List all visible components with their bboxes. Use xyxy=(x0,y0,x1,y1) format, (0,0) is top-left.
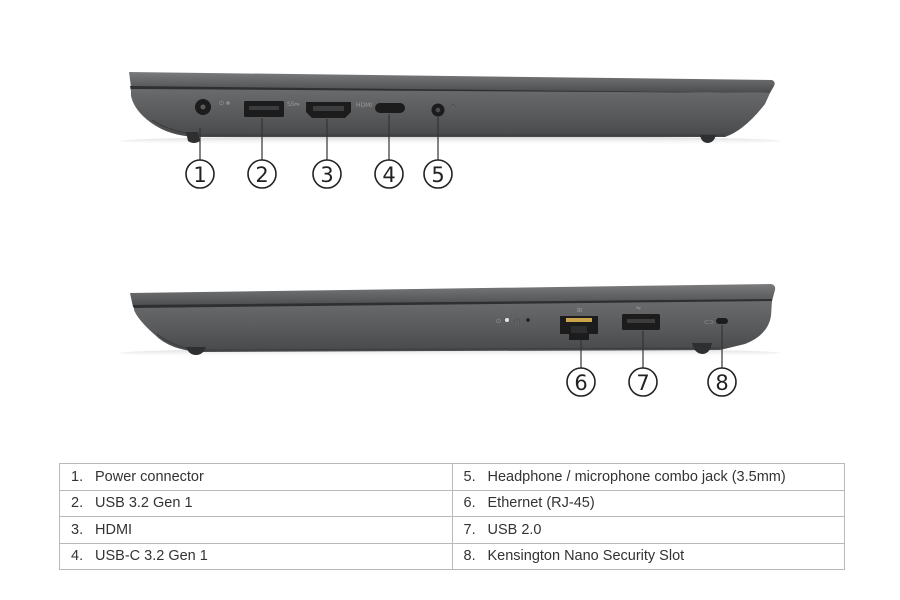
legend-number: 1. xyxy=(71,468,84,485)
legend-number: 5. xyxy=(463,468,476,485)
callout-leaders-right xyxy=(580,325,723,368)
hdmi-marking: HDMI xyxy=(356,102,372,109)
callout-circle xyxy=(185,159,215,189)
callout-circle xyxy=(566,367,596,397)
legend-cell-usb-c: 4. USB-C 3.2 Gen 1 xyxy=(59,542,453,570)
callout-circle xyxy=(312,159,342,189)
table-row: 3. HDMI 7. USB 2.0 xyxy=(59,516,845,544)
callout-number-6: 6 xyxy=(574,371,587,395)
hdmi-port xyxy=(306,102,351,118)
power-connector-port xyxy=(195,99,211,115)
power-icon: ⏻ xyxy=(219,100,224,107)
rubber-foot-rear xyxy=(700,135,716,143)
legend-label: Kensington Nano Security Slot xyxy=(487,548,685,565)
table-row: 4. USB-C 3.2 Gen 1 8. Kensington Nano Secu… xyxy=(59,542,845,570)
usb-3-2-gen1-port xyxy=(244,101,284,117)
callouts-left xyxy=(185,159,453,189)
legend-cell-usb-3-2: 2. USB 3.2 Gen 1 xyxy=(59,489,453,517)
lid xyxy=(129,72,775,93)
base-edge xyxy=(156,333,721,351)
legend-number: 8. xyxy=(463,548,476,565)
charge-indicator-light xyxy=(226,101,230,105)
callout-number-1: 1 xyxy=(193,163,206,187)
callout-number-3: 3 xyxy=(320,163,333,187)
callout-number-8: 8 xyxy=(715,371,728,395)
laptop-right-side-view: ⏻ 🎧 ⊞ ⇋ ⊂⊃ xyxy=(120,284,780,358)
callout-circle xyxy=(707,367,737,397)
legend-label: Ethernet (RJ-45) xyxy=(487,495,595,512)
led-indicator xyxy=(526,318,530,322)
callout-number-2: 2 xyxy=(255,163,268,187)
floor-shadow xyxy=(120,136,780,146)
kensington-slot xyxy=(716,318,728,324)
legend-cell-headphone-jack: 5. Headphone / microphone combo jack (3.5… xyxy=(451,463,845,491)
led-indicator xyxy=(505,318,509,322)
port-legend-table: 1. Power connector 5. Headphone / micropho… xyxy=(59,463,845,570)
legend-cell-ethernet: 6. Ethernet (RJ-45) xyxy=(451,489,845,517)
legend-cell-hdmi: 3. HDMI xyxy=(59,516,453,544)
legend-cell-power-connector: 1. Power connector xyxy=(59,463,453,491)
legend-number: 6. xyxy=(463,495,476,512)
legend-label: HDMI xyxy=(95,521,133,538)
usb-marking: ⇋ xyxy=(636,305,641,312)
power-status-icon: ⏻ xyxy=(496,318,501,325)
headset-icon: 🎧 xyxy=(449,103,456,111)
callout-number-7: 7 xyxy=(636,371,649,395)
legend-cell-kensington-slot: 8. Kensington Nano Security Slot xyxy=(451,542,845,570)
usb-superspeed-marking: SS⇋ xyxy=(287,101,300,108)
network-icon: ⊞ xyxy=(577,307,582,314)
table-row: 1. Power connector 5. Headphone / micropho… xyxy=(59,463,845,491)
legend-number: 2. xyxy=(71,495,84,512)
status-indicators: ⏻ 🎧 xyxy=(496,317,530,325)
rubber-foot-rear xyxy=(692,343,712,354)
legend-label: USB-C 3.2 Gen 1 xyxy=(95,548,208,565)
legend-label: USB 2.0 xyxy=(487,521,542,538)
callout-number-4: 4 xyxy=(382,163,395,187)
legend-label: USB 3.2 Gen 1 xyxy=(95,495,193,512)
callout-leaders-left xyxy=(199,114,439,160)
legend-number: 7. xyxy=(463,521,476,538)
usb-c-port xyxy=(375,103,405,113)
legend-number: 4. xyxy=(71,548,84,565)
legend-label: Power connector xyxy=(95,468,204,485)
laptop-left-side-view: ⏻ SS⇋ HDMI 🎧 xyxy=(120,72,780,146)
callouts-right xyxy=(566,367,737,397)
headphone-jack xyxy=(431,103,445,117)
table-row: 2. USB 3.2 Gen 1 6. Ethernet (RJ-45) xyxy=(59,489,845,517)
legend-label: Headphone / microphone combo jack (3.5mm… xyxy=(487,468,786,485)
ethernet-port xyxy=(560,316,598,340)
rubber-foot-front xyxy=(186,132,200,143)
callout-circle xyxy=(628,367,658,397)
callout-circle xyxy=(374,159,404,189)
headset-status-icon: 🎧 xyxy=(513,317,520,325)
callout-circle xyxy=(423,159,453,189)
base-chassis xyxy=(131,89,770,137)
callout-circle xyxy=(247,159,277,189)
callout-number-5: 5 xyxy=(431,163,444,187)
lock-icon: ⊂⊃ xyxy=(704,319,714,326)
legend-cell-usb-2-0: 7. USB 2.0 xyxy=(451,516,845,544)
usb-2-0-port xyxy=(622,314,660,330)
legend-number: 3. xyxy=(71,521,84,538)
base-chassis xyxy=(134,301,772,352)
rubber-foot-front xyxy=(186,347,206,355)
